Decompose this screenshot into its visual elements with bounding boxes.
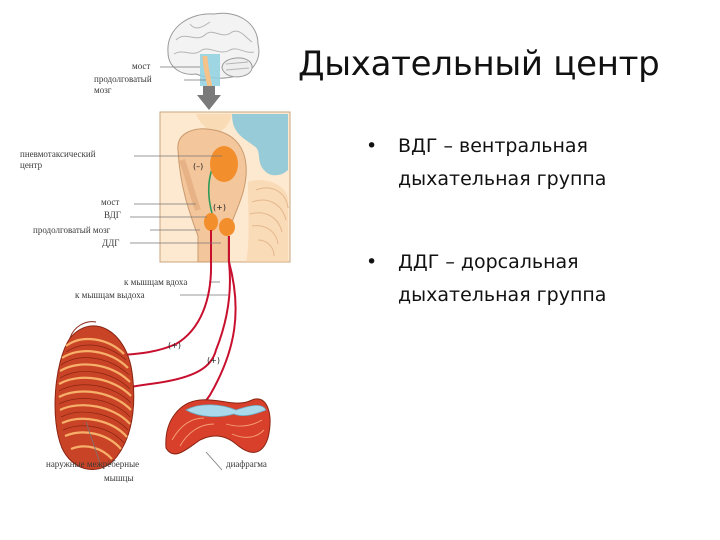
label-pneumotaxic-line1: пневмотаксический (20, 149, 96, 159)
zoom-arrow (197, 86, 221, 110)
slide-title: Дыхательный центр (298, 44, 708, 84)
bullet-list: • ВДГ – вентральная дыхательная группа •… (360, 130, 700, 362)
bullet-dot: • (366, 130, 377, 163)
label-intercostal-line1: наружные межрёберные (46, 459, 139, 469)
label-intercostal-line2: мышцы (104, 473, 134, 483)
respiratory-center-diagram: мост продолговатый мозг (0, 0, 300, 540)
label-diaphragm: диафрагма (226, 459, 267, 469)
label-most: мост (101, 197, 119, 207)
bullet-item-ddg: • ДДГ – дорсальная дыхательная группа (360, 246, 700, 312)
sign-plus-brainstem: (+) (213, 203, 226, 212)
bullet-ddg-line2: дыхательная группа (398, 284, 606, 306)
sign-plus-ribs: (+) (168, 341, 181, 350)
label-to-expiratory-muscles: к мышцам выдоха (75, 290, 145, 300)
bullet-ddg-line1: ДДГ – дорсальная (398, 251, 579, 273)
label-to-inspiratory-muscles: к мышцам вдоха (124, 277, 187, 287)
label-medulla: продолговатый мозг (33, 225, 111, 235)
diaphragm-muscle (166, 399, 270, 454)
label-ddg: ДДГ (102, 238, 119, 248)
sign-plus-diaphragm: (+) (207, 356, 220, 365)
label-pneumotaxic-line2: центр (20, 160, 43, 170)
label-most-top: мост (132, 61, 150, 71)
brainstem-section (160, 112, 290, 262)
label-medulla-top-line1: продолговатый (94, 74, 152, 84)
bullet-item-vdg: • ВДГ – вентральная дыхательная группа (360, 130, 700, 196)
bullet-vdg-line1: ВДГ – вентральная (398, 135, 588, 157)
label-vdg: ВДГ (104, 210, 121, 220)
sign-minus-pneumotaxic: (–) (193, 162, 203, 171)
bullet-dot: • (366, 246, 377, 279)
bullet-vdg-line2: дыхательная группа (398, 168, 606, 190)
brain-illustration (168, 13, 259, 88)
label-medulla-top-line2: мозг (94, 85, 112, 95)
